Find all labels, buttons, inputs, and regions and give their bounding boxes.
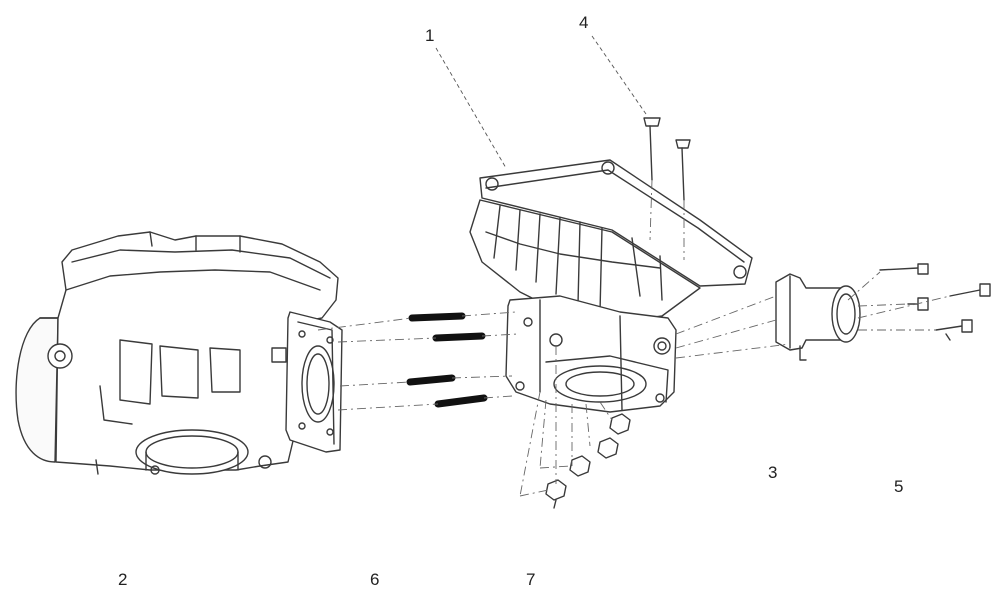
callout-6: 6: [370, 570, 380, 589]
callout-3: 3: [768, 463, 778, 482]
callout-4: 4: [579, 13, 589, 32]
pipe-bolts-part: [879, 263, 991, 341]
cover-part: [469, 159, 753, 323]
nuts-part: [545, 413, 631, 509]
callout-2: 2: [118, 570, 128, 589]
gasket-plate-part: [285, 311, 343, 453]
callout-1: 1: [425, 26, 435, 45]
main-housing-part: [15, 231, 339, 475]
outlet-pipe-part: [775, 273, 861, 361]
assembly-lines: [317, 179, 951, 497]
cover-bolts-part: [643, 117, 691, 201]
callout-5: 5: [894, 477, 904, 496]
base-block-part: [505, 295, 677, 413]
studs-part: [406, 312, 488, 408]
leader-lines: [435, 35, 647, 169]
callout-7: 7: [526, 570, 536, 589]
